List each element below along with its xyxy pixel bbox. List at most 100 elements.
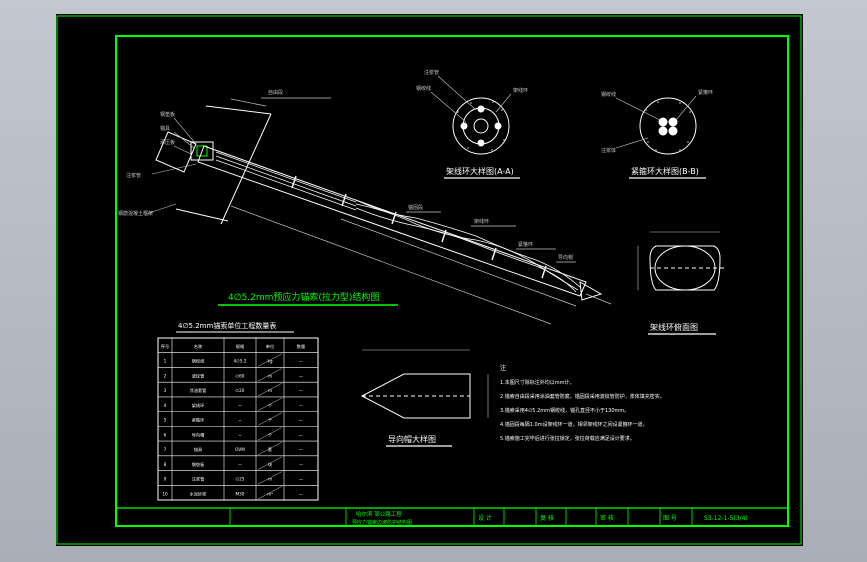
section-bb-strand-bundle [658,117,678,136]
table-header-cell: 序号 [161,343,169,350]
table-column-lines [171,338,285,500]
table-cell: 水泥砂浆 [190,490,208,497]
title-block-drawing-no-label: 图 号 [663,515,677,522]
table-cell: — [299,477,303,482]
tip-guide-cap [579,281,603,301]
notes-heading: 注 [500,364,506,372]
title-block-drawing-no: S3-12-1-5(3/4) [704,515,748,522]
table-cell: 波纹管 [192,372,205,379]
table-cell: — [238,418,242,423]
table-cell: 5 [164,418,167,423]
table-cell: 锚具 [194,446,203,453]
title-block-project-line1: 哈尔滨 某公路工程 [356,510,402,518]
table-cell: 导向帽 [192,431,205,438]
table-cell: 7 [164,447,167,452]
table-diagonal-strike [257,486,283,500]
table-cell: 套 [268,446,273,453]
table-header-cell: 名称 [194,343,202,350]
section-bb-title: 紧箍环大样图(B-B) [631,166,699,176]
table-cell: 2 [164,373,167,378]
label-anchored-section: 锚固段 [408,204,423,211]
table-cell: 钢垫板 [192,461,205,468]
section-aa-inner-ring [462,107,500,145]
table-diagonal-strikes [257,353,283,500]
section-bb-label-ring: 紧箍环 [698,89,713,96]
label-grout-pipe: 注浆管 [126,172,141,179]
label-steel-plate: 钢垫板 [160,111,175,118]
table-cell: — [299,388,303,393]
table-cell: m³ [267,491,273,496]
note-2: 2.锚索自由段采用涂油套管防腐，锚固段采用波纹管防护，浆体填充密实。 [500,393,665,400]
table-cell: — [299,418,303,423]
section-bb-leaders [615,95,697,149]
note-3: 3.锚索采用4∅5.2mm钢绞线，锚孔直径不小于130mm。 [500,407,629,414]
label-frame: 钢筋混凝土框架 [118,210,153,217]
table-cell: 6 [164,432,167,437]
table-diagonal-strike [257,456,283,470]
anchor-structure-drawing: 钢垫板 锚具 承压板 钢筋混凝土框架 自由段 锚固段 架线环 紧箍环 导向帽 注… [118,89,612,325]
table-cell: 9 [164,477,167,482]
table-cell: — [238,403,242,408]
table-cell: 3 [164,388,167,393]
spacer-rings [291,175,547,279]
front-view-detail: 架线环俯面图 [637,231,724,335]
table-header-cell: 数量 [297,343,305,350]
table-cell: 8 [164,462,167,467]
section-aa-label-spacer: 架线环 [513,87,528,94]
table-diagonal-strike [257,412,283,426]
slope-face-line [220,113,272,225]
guide-cap-title: 导向帽大样图 [388,434,436,444]
notes-block: 注 1.本图尺寸除标注外均以mm计。 2.锚索自由段采用涂油套管防腐，锚固段采用… [500,364,665,442]
table-cell: — [299,432,303,437]
table-border [157,337,319,501]
bearing-frame [155,131,197,173]
table-diagonal-strike [257,397,283,411]
table-diagonal-strike [257,353,283,367]
title-block: 哈尔滨 某公路工程 预应力锚索边坡防护结构图 设 计 复 核 审 核 图 号 S… [116,507,788,526]
title-block-reviewer: 审 核 [600,514,614,522]
drawing-sheet: 钢垫板 锚具 承压板 钢筋混凝土框架 自由段 锚固段 架线环 紧箍环 导向帽 注… [56,14,803,546]
table-cell: ∅25 [236,477,245,482]
table-cell: 架线环 [192,402,205,409]
section-aa-label-strand: 钢绞线 [416,85,431,92]
anchored-section-strands [355,199,582,293]
table-diagonal-strike [257,427,283,441]
leader-lines [145,117,197,215]
label-anchorage: 锚具 [160,125,170,132]
anchor-head-block [196,145,208,157]
table-cell: 个 [268,403,273,408]
table-cell: 个 [268,418,273,423]
section-aa-label-pipe: 注浆管 [424,69,439,76]
table-cell: m [268,388,272,393]
section-bb-label-strand: 钢绞线 [601,91,616,98]
front-view-title: 架线环俯面图 [650,322,698,332]
anchor-head-plate [190,141,214,161]
table-cell: M30 [236,491,245,496]
table-cell: kg [267,359,272,364]
table-row-lines [158,352,318,486]
section-bb-outer-ring [639,97,697,155]
guide-cap-detail: 导向帽大样图 [360,349,489,447]
table-cell: 紧箍环 [192,417,205,424]
table-diagonal-strike [257,382,283,397]
section-aa-pipe [473,118,489,134]
table-cell: 注浆管 [192,476,205,483]
front-view-outline [649,245,721,291]
anchor-bore [197,145,587,297]
title-block-checker: 复 核 [540,514,554,522]
table-cell: 1 [164,359,167,364]
table-cell: — [299,359,303,364]
table-cell: 涂油套管 [190,387,207,394]
table-cell: m [268,373,272,378]
section-aa-detail: 注浆管 钢绞线 架线环 架线环大样图(A-A) [416,69,528,179]
free-section-strands [215,151,357,211]
note-1: 1.本图尺寸除标注外均以mm计。 [500,379,575,386]
table-cell: 10 [162,491,168,496]
note-5: 5.锚索施工完毕后进行张拉锁定，张拉荷载应满足设计要求。 [500,435,635,442]
label-spacer: 架线环 [474,218,489,225]
table-cell: OVM [235,447,245,452]
label-guide-cap: 导向帽 [558,254,573,261]
